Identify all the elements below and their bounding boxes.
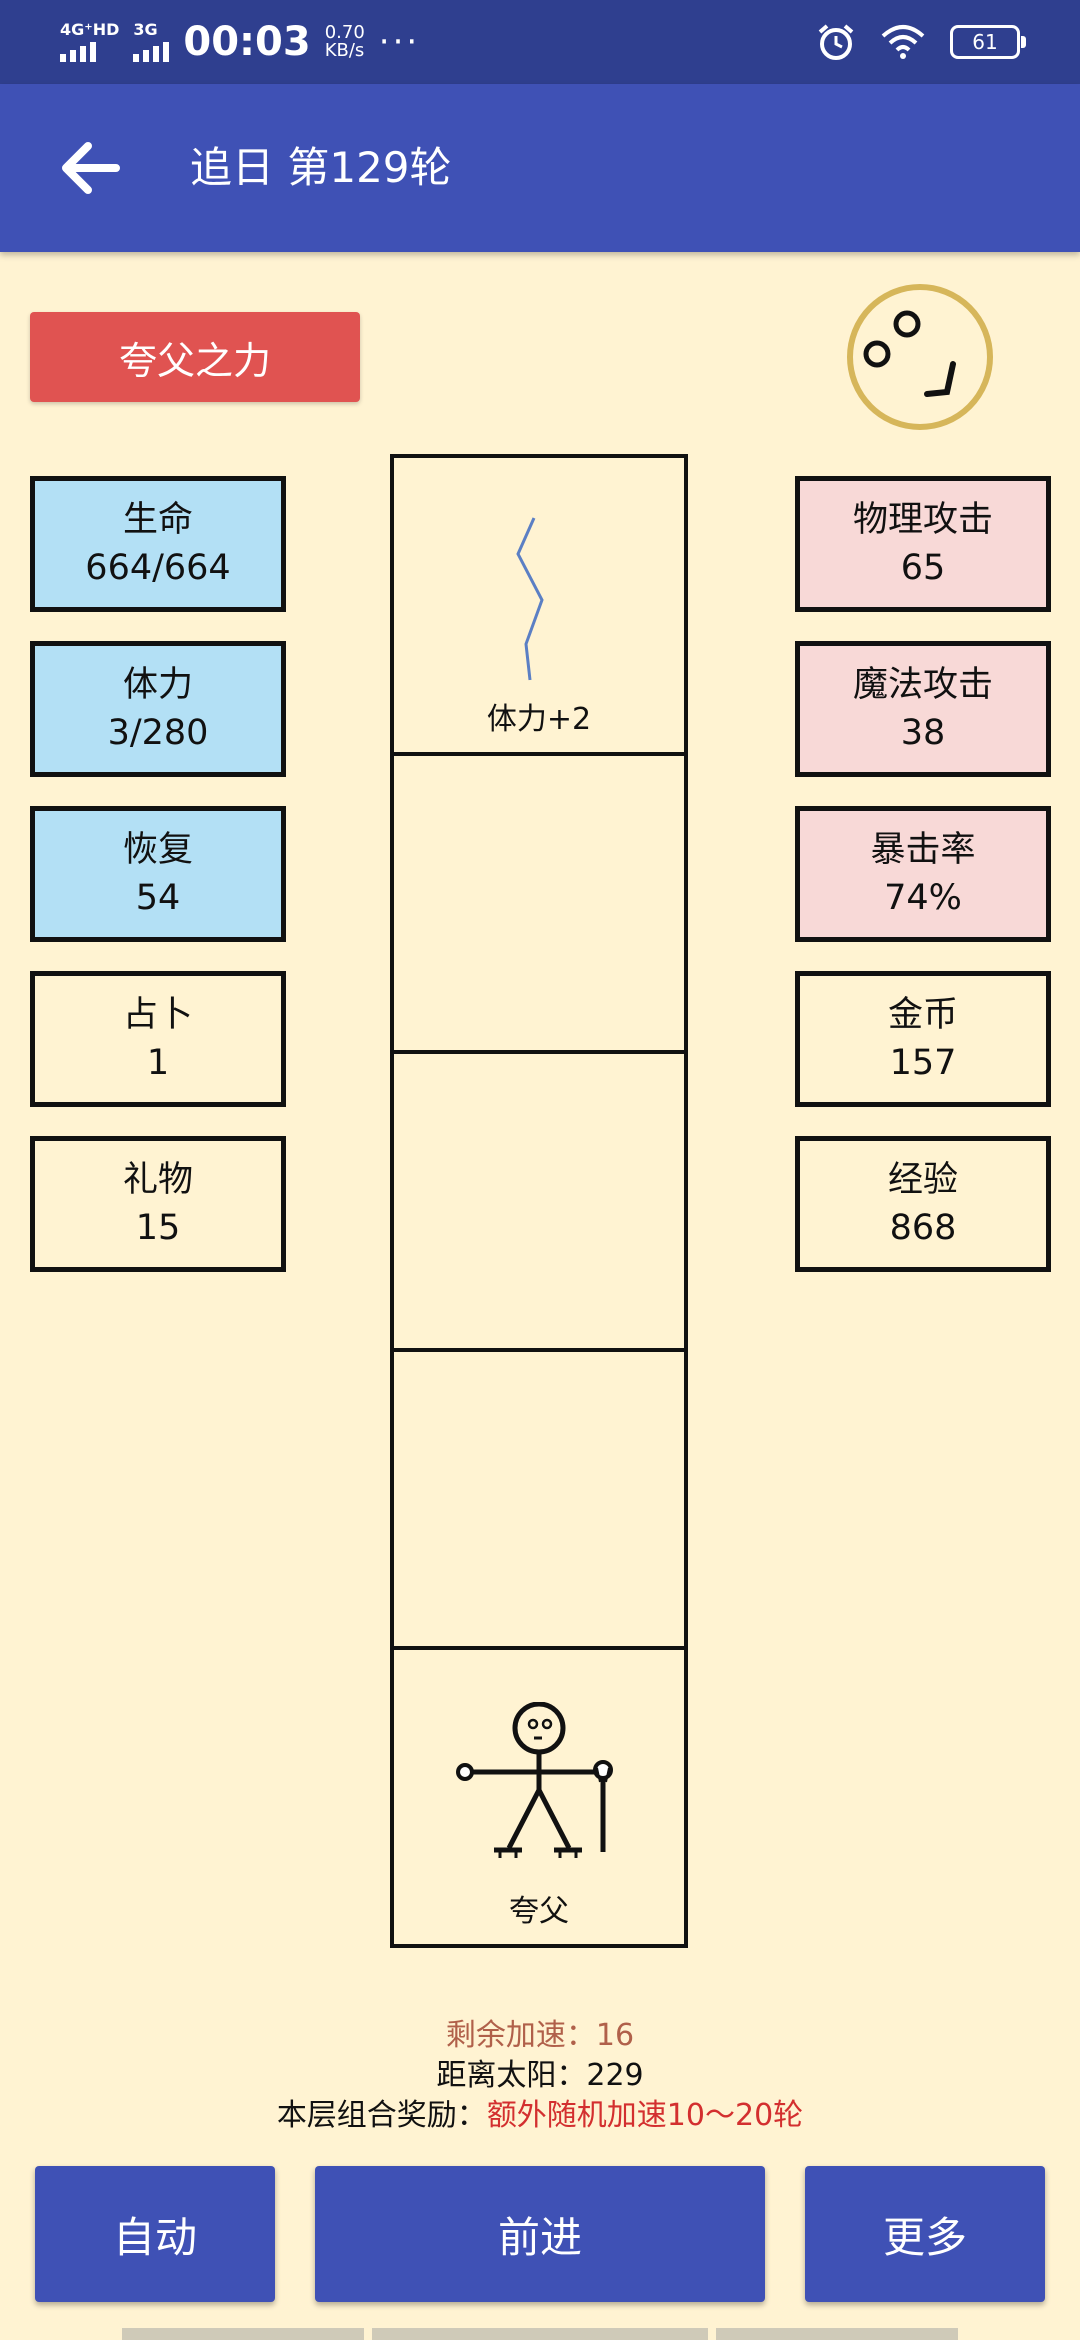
stat-value: 868 (889, 1208, 957, 1248)
player-name: 夸父 (509, 1894, 569, 1929)
bottom-bar-segment (716, 2328, 958, 2340)
remaining-accel-text: 剩余加速：16 (445, 2018, 635, 2053)
more-button[interactable]: 更多 (805, 2166, 1045, 2302)
path-track: 体力+2 夸父 (390, 454, 688, 1954)
status-time: 00:03 (183, 19, 311, 65)
reward-label: 本层组合奖励： (276, 2098, 487, 2133)
status-left: 4G⁺HD 3G 00:03 0.70 KB/s ··· (60, 14, 420, 70)
auto-button[interactable]: 自动 (35, 2166, 275, 2302)
track-cell[interactable] (390, 1050, 688, 1352)
battery-level: 61 (972, 30, 998, 54)
stat-divination[interactable]: 占卜 1 (30, 971, 286, 1107)
alarm-icon (818, 24, 854, 60)
stat-value: 157 (889, 1043, 957, 1083)
forward-button[interactable]: 前进 (315, 2166, 765, 2302)
bottom-bar-segment (122, 2328, 364, 2340)
stat-value: 1 (146, 1043, 170, 1083)
stat-value: 65 (900, 548, 946, 588)
stamina-bolt-icon (516, 517, 544, 681)
stat-label: 生命 (122, 500, 193, 540)
track-cell[interactable] (390, 1348, 688, 1650)
stat-value: 3/280 (107, 713, 209, 753)
stat-label: 金币 (887, 995, 958, 1035)
stat-label: 体力 (122, 665, 193, 705)
speed-value: 0.70 (324, 22, 365, 43)
stat-gift[interactable]: 礼物 15 (30, 1136, 286, 1272)
reward-line: 本层组合奖励：额外随机加速10～20轮 (0, 2096, 1080, 2136)
stat-crit-rate: 暴击率 74% (795, 806, 1051, 942)
stat-value: 74% (884, 878, 962, 918)
status-bar: 4G⁺HD 3G 00:03 0.70 KB/s ··· (0, 0, 1080, 84)
app-bar: 追日 第129轮 (0, 84, 1080, 252)
wifi-icon (881, 25, 925, 59)
battery-icon: 61 (950, 25, 1026, 59)
signal-3g: 3G (133, 20, 170, 62)
stat-label: 暴击率 (870, 830, 976, 870)
status-right: 61 (816, 18, 1026, 66)
stat-label: 物理攻击 (852, 500, 993, 540)
stat-gold: 金币 157 (795, 971, 1051, 1107)
stat-value: 38 (900, 713, 946, 753)
stat-value: 664/664 (85, 548, 231, 588)
page-title: 追日 第129轮 (190, 143, 452, 192)
signal-4g: 4G⁺HD (60, 22, 119, 62)
stat-label: 经验 (887, 1160, 958, 1200)
stat-value: 15 (135, 1208, 181, 1248)
stat-magic-attack: 魔法攻击 38 (795, 641, 1051, 777)
stat-value: 54 (135, 878, 181, 918)
reward-value: 额外随机加速10～20轮 (486, 2098, 804, 2133)
distance-to-sun-text: 距离太阳：229 (436, 2058, 644, 2093)
signal-bars-icon (60, 40, 96, 62)
kuafu-power-button[interactable]: 夸父之力 (30, 312, 360, 402)
more-notifications-icon: ··· (378, 22, 421, 62)
network-speed: 0.70 KB/s (325, 24, 365, 60)
kuafu-stick-figure-icon (456, 1702, 613, 1858)
stat-label: 魔法攻击 (852, 665, 993, 705)
stat-hp: 生命 664/664 (30, 476, 286, 612)
stat-label: 占卜 (122, 995, 193, 1035)
network-label-2: 3G (133, 20, 158, 39)
track-cell-player[interactable]: 夸父 (390, 1646, 688, 1948)
back-arrow-icon[interactable] (54, 138, 124, 198)
stat-label: 礼物 (122, 1160, 193, 1200)
stat-stamina: 体力 3/280 (30, 641, 286, 777)
bottom-bar-segment (372, 2328, 708, 2340)
sun-face-icon[interactable] (845, 282, 995, 432)
signal-bars-icon (133, 40, 170, 62)
stat-label: 恢复 (122, 830, 193, 870)
network-label-1: 4G⁺HD (60, 20, 120, 39)
stat-recovery: 恢复 54 (30, 806, 286, 942)
cell-label: 体力+2 (486, 702, 592, 737)
speed-unit: KB/s (324, 40, 365, 61)
track-cell[interactable] (390, 752, 688, 1054)
track-cell[interactable]: 体力+2 (390, 454, 688, 756)
stat-experience: 经验 868 (795, 1136, 1051, 1272)
stat-physical-attack: 物理攻击 65 (795, 476, 1051, 612)
